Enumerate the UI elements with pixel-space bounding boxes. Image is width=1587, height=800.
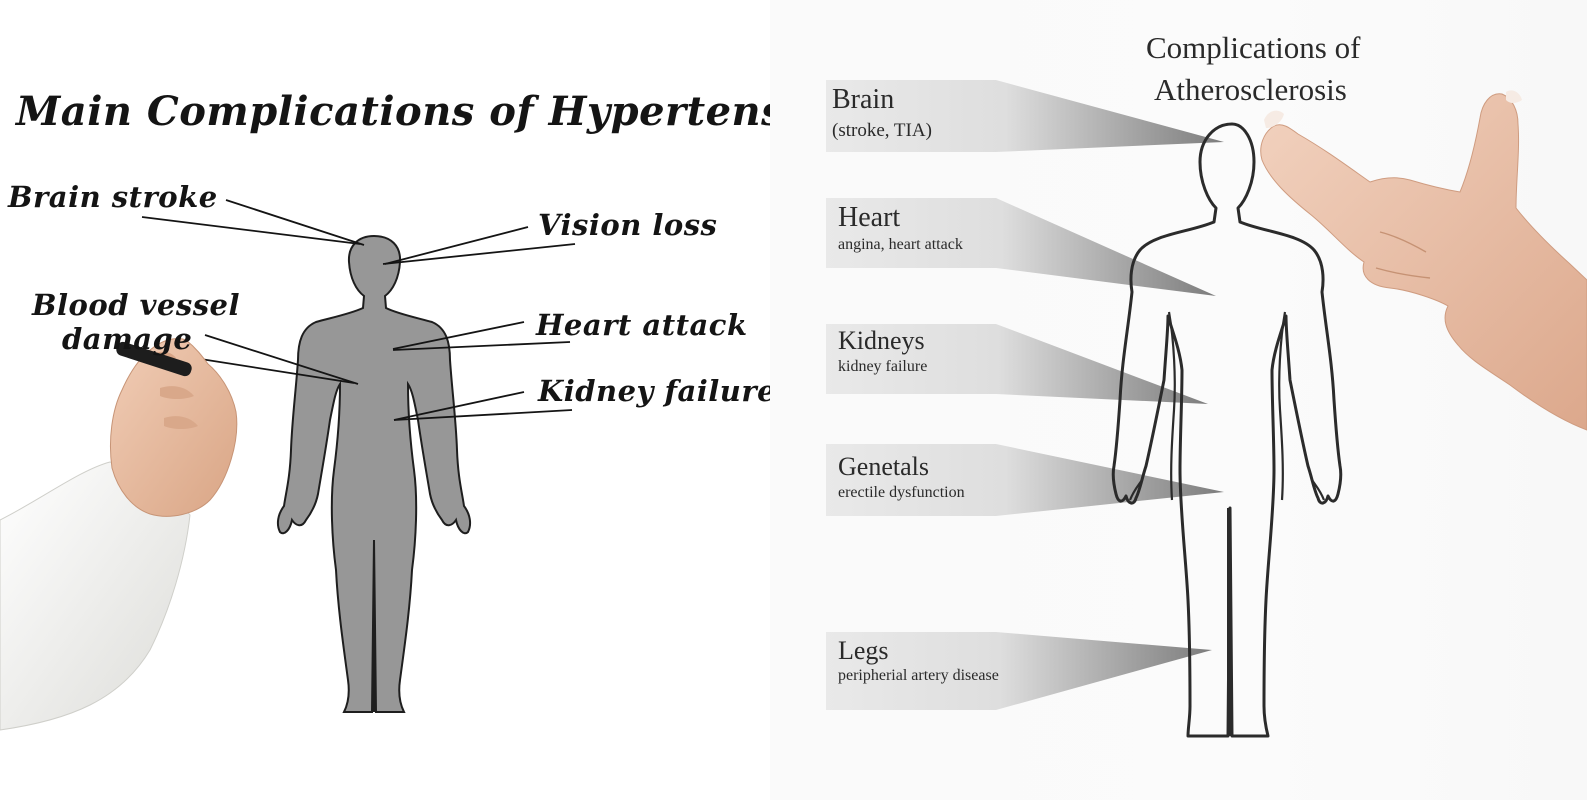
label-heart-attack: Heart attack	[536, 308, 748, 342]
label-blood-vessel-line2: damage	[62, 322, 193, 356]
callout-legs-detail: peripherial artery disease	[838, 667, 999, 684]
callout-wedge-brain	[826, 80, 1224, 152]
hypertension-figure-layer	[0, 199, 576, 731]
callout-wedges	[826, 80, 1224, 710]
atherosclerosis-panel: Complications of Atherosclerosis Brain (…	[770, 0, 1587, 800]
callout-brain-heading: Brain	[832, 84, 895, 115]
hypertension-panel: Main Complications of Hypertension Brain…	[0, 0, 770, 800]
writing-hand-photo	[0, 337, 238, 731]
callout-genitals-heading: Genetals	[838, 452, 929, 481]
callout-legs-heading: Legs	[838, 636, 889, 665]
label-vision-loss: Vision loss	[538, 208, 718, 242]
callout-wedge-kidneys	[826, 324, 1208, 404]
callout-kidneys-heading: Kidneys	[838, 326, 925, 355]
callout-genitals-detail: erectile dysfunction	[838, 484, 965, 501]
callout-heart-heading: Heart	[838, 202, 901, 233]
label-blood-vessel-line1: Blood vessel	[32, 288, 241, 322]
hypertension-title: Main Complications of Hypertension	[16, 88, 770, 135]
body-outline-details	[1128, 311, 1326, 501]
pointing-hand-photo	[1260, 90, 1587, 431]
callout-brain-detail: (stroke, TIA)	[832, 120, 932, 141]
atherosclerosis-figure-layer	[826, 80, 1587, 738]
callout-wedge-heart	[826, 198, 1216, 296]
label-kidney-failure: Kidney failure	[538, 374, 770, 408]
atherosclerosis-title-line1: Complications of	[1146, 30, 1361, 65]
atherosclerosis-title-line2: Atherosclerosis	[1154, 72, 1347, 107]
callout-heart-detail: angina, heart attack	[838, 236, 963, 253]
callout-kidneys-detail: kidney failure	[838, 358, 928, 375]
label-brain-stroke: Brain stroke	[8, 180, 218, 214]
callout-wedge-legs	[826, 632, 1212, 710]
